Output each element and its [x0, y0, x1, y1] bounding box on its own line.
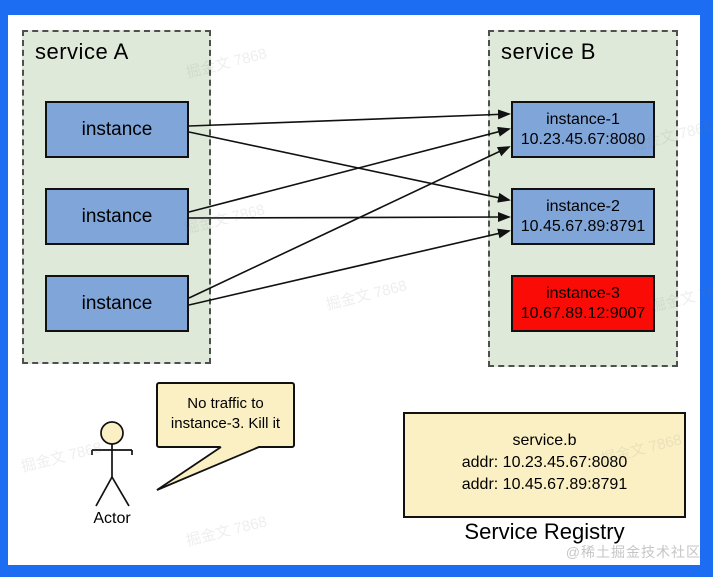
service-b-instance-1: instance-1 10.23.45.67:8080 — [511, 101, 655, 158]
service-a-instance-3: instance — [45, 275, 189, 332]
instance-label: instance — [81, 205, 153, 227]
registry-service-name: service.b — [512, 432, 577, 449]
service-a-instance-2: instance — [45, 188, 189, 245]
service-b-title: service B — [501, 39, 596, 64]
speech-bubble-tail — [157, 446, 259, 490]
watermark: 掘金文 7868 — [184, 513, 269, 550]
watermark: 掘金文 7868 — [19, 439, 104, 476]
speech-line-2: instance-3. Kill it — [170, 415, 281, 432]
service-b-instance-3-dead: instance-3 10.67.89.12:9007 — [511, 275, 655, 332]
actor-leg — [111, 476, 130, 507]
registry-addr-2: addr: 10.45.67.89:8791 — [461, 476, 628, 493]
registry-addr-1: addr: 10.23.45.67:8080 — [461, 454, 628, 471]
actor-label: Actor — [93, 510, 131, 527]
arrow-a1-to-b2 — [188, 131, 511, 203]
arrow-a3-to-b2 — [188, 228, 511, 306]
arrow-a1-to-b1 — [188, 109, 511, 127]
service-registry-box: service.b addr: 10.23.45.67:8080 addr: 1… — [403, 412, 686, 518]
instance-addr: 10.67.89.12:9007 — [520, 304, 646, 322]
actor-leg — [95, 476, 113, 507]
bubble-tail-edge — [156, 446, 260, 491]
juejin-brand-watermark: @稀土掘金技术社区 — [565, 544, 701, 560]
instance-label: instance — [81, 118, 153, 140]
service-a-instance-1: instance — [45, 101, 189, 158]
service-b-instance-2: instance-2 10.45.67.89:8791 — [511, 188, 655, 245]
arrow-a2-to-b1 — [188, 126, 511, 213]
instance-label: instance — [81, 292, 153, 314]
instance-addr: 10.45.67.89:8791 — [520, 217, 646, 235]
service-registry-caption: Service Registry — [464, 519, 625, 544]
actor-head — [100, 421, 124, 445]
speech-bubble: No traffic to instance-3. Kill it — [156, 382, 295, 448]
service-a-title: service A — [35, 39, 129, 64]
arrow-a2-to-b2 — [188, 212, 511, 223]
bubble-tail-edge — [156, 446, 222, 491]
actor-figure — [91, 421, 133, 507]
arrow-a3-to-b1 — [188, 146, 511, 299]
instance-name: instance-3 — [546, 284, 620, 302]
instance-name: instance-2 — [546, 197, 620, 215]
watermark: 掘金文 7868 — [324, 277, 409, 314]
instance-addr: 10.23.45.67:8080 — [520, 130, 646, 148]
speech-line-1: No traffic to — [187, 395, 264, 412]
instance-name: instance-1 — [546, 110, 620, 128]
